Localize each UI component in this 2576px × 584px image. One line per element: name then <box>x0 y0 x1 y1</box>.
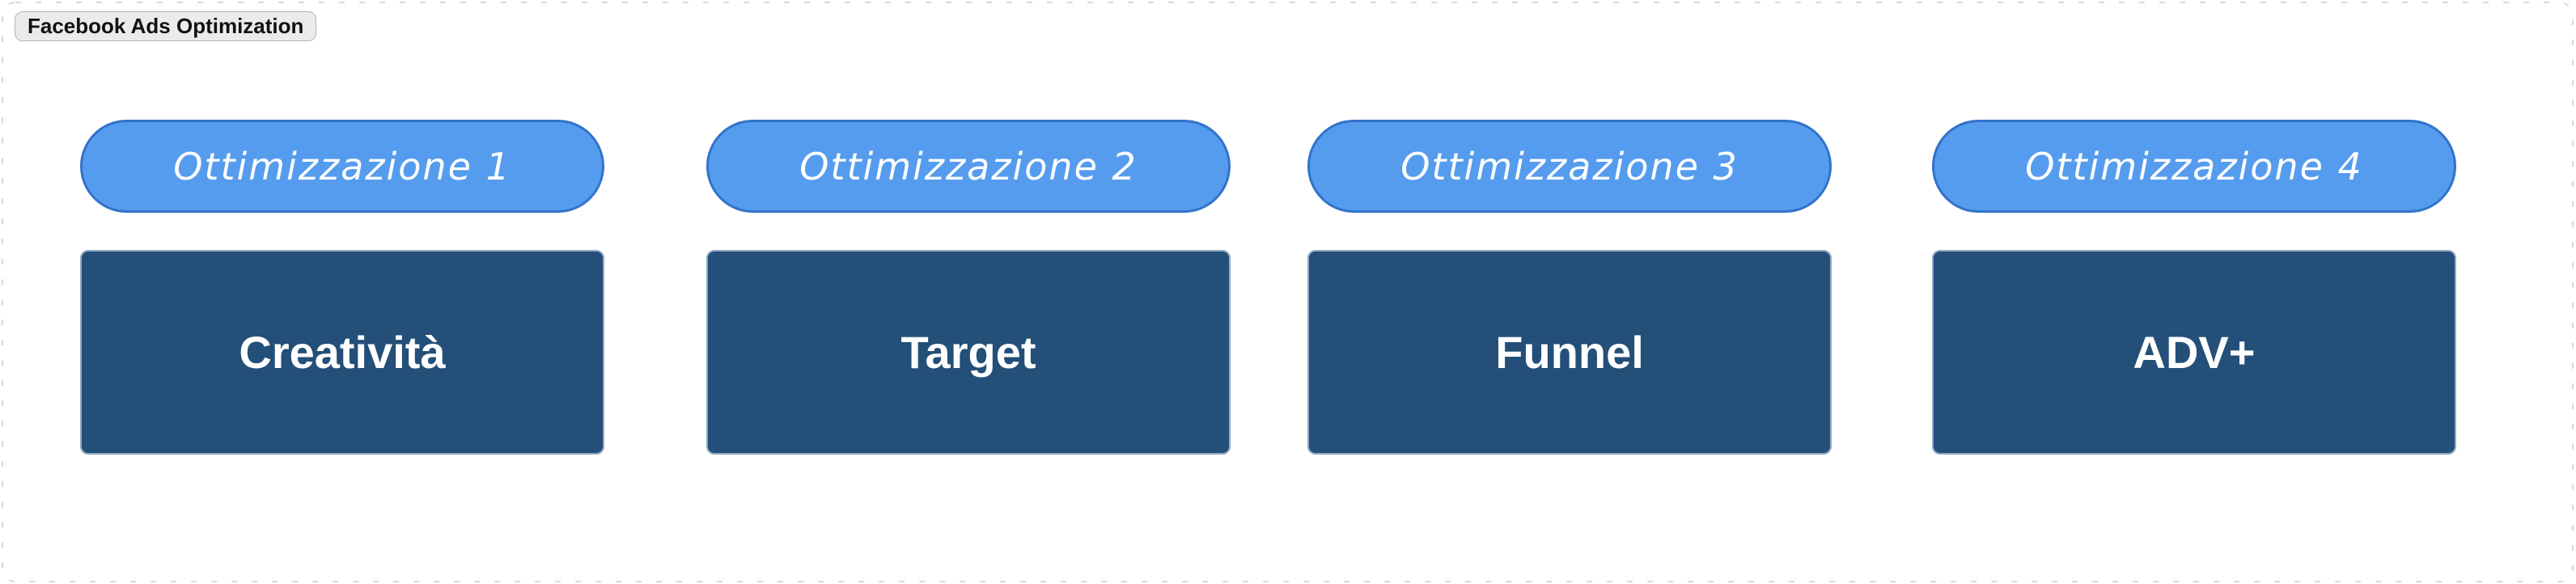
optimization-pill-2[interactable]: Ottimizzazione 2 <box>706 120 1231 213</box>
optimization-column-1: Ottimizzazione 1 Creatività <box>80 0 604 584</box>
category-box-target[interactable]: Target <box>706 250 1231 455</box>
optimization-column-3: Ottimizzazione 3 Funnel <box>1307 0 1832 584</box>
optimization-pill-4[interactable]: Ottimizzazione 4 <box>1932 120 2456 213</box>
pill-label: Ottimizzazione 1 <box>173 144 511 188</box>
category-box-advplus[interactable]: ADV+ <box>1932 250 2456 455</box>
category-box-creativita[interactable]: Creatività <box>80 250 604 455</box>
box-label: Funnel <box>1495 327 1644 378</box>
optimization-pill-3[interactable]: Ottimizzazione 3 <box>1307 120 1832 213</box>
optimization-column-2: Ottimizzazione 2 Target <box>706 0 1231 584</box>
box-label: Creatività <box>239 327 446 378</box>
pill-label: Ottimizzazione 4 <box>2025 144 2363 188</box>
box-label: ADV+ <box>2133 327 2256 378</box>
category-box-funnel[interactable]: Funnel <box>1307 250 1832 455</box>
optimization-pill-1[interactable]: Ottimizzazione 1 <box>80 120 604 213</box>
pill-label: Ottimizzazione 2 <box>799 144 1138 188</box>
box-label: Target <box>900 327 1036 378</box>
frame-title-chip[interactable]: Facebook Ads Optimization <box>15 11 317 41</box>
pill-label: Ottimizzazione 3 <box>1400 144 1739 188</box>
optimization-column-4: Ottimizzazione 4 ADV+ <box>1932 0 2456 584</box>
